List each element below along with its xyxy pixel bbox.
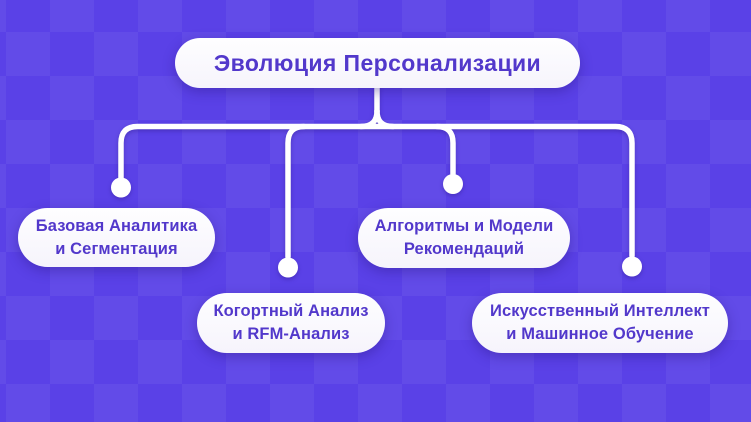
drop-line-algorithms [434, 123, 456, 177]
connector-dots [111, 174, 642, 278]
node-label-line: Искусственный Интеллект [490, 302, 710, 320]
dot-cohort-rfm [278, 257, 298, 278]
node-label-line: Базовая Аналитика [35, 216, 198, 235]
node-ai-ml: Искусственный Интеллект и Машинное Обуче… [472, 293, 728, 353]
node-label-line: и RFM-Анализ [232, 325, 350, 343]
title-pill: Эволюция Персонализации [175, 38, 580, 88]
node-label-line: Рекомендаций [403, 240, 525, 258]
node-label-line: и Машинное Обучение [506, 325, 694, 343]
connector-lines [118, 81, 635, 260]
node-cohort-rfm: Когортный Анализ и RFM-Анализ [197, 293, 385, 353]
dot-algorithms-models [443, 174, 463, 194]
diagram-title: Эволюция Персонализации [213, 49, 542, 76]
drop-line-cohort [285, 123, 307, 260]
dot-basic-analytics [111, 177, 131, 198]
node-basic-analytics: Базовая Аналитика и Сегментация [18, 208, 215, 267]
node-algorithms-models: Алгоритмы и Модели Рекомендаций [358, 208, 570, 268]
node-label-line: Когортный Анализ [213, 302, 369, 320]
bus-line [118, 123, 635, 259]
node-label-line: Алгоритмы и Модели [374, 217, 554, 235]
node-label-line: и Сегментация [55, 239, 178, 258]
dot-ai-ml [622, 256, 642, 277]
